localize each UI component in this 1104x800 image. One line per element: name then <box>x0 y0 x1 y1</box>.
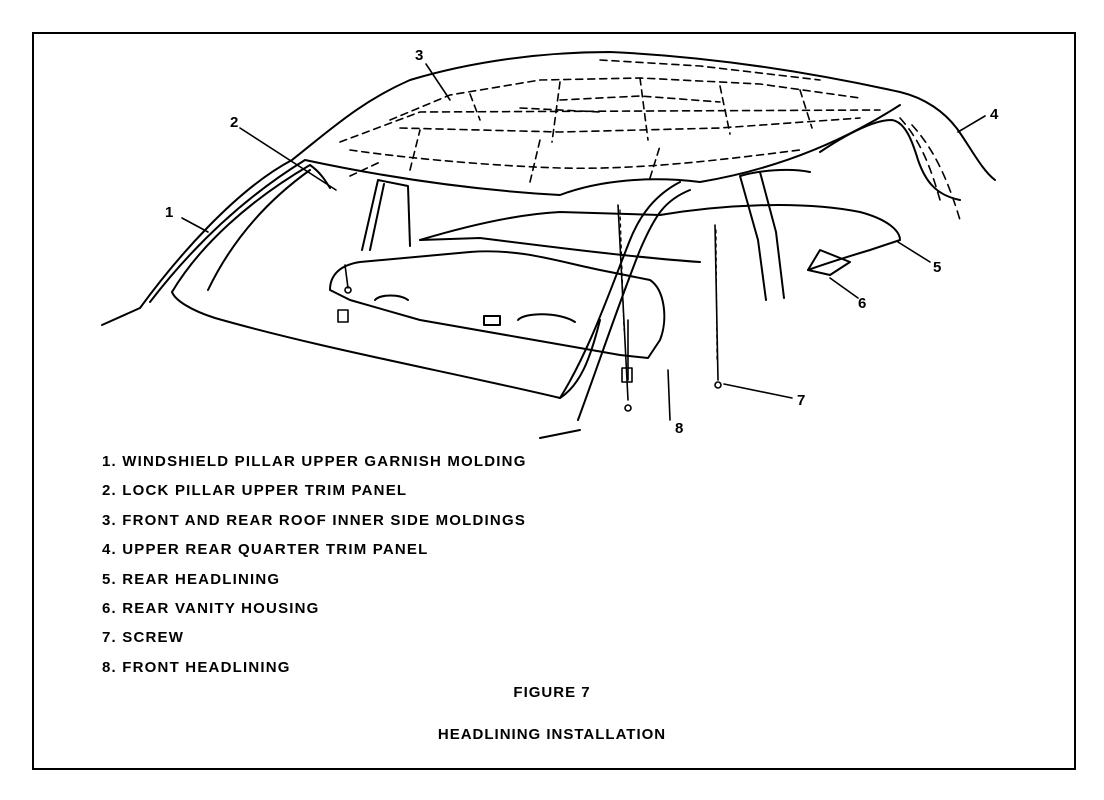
legend-item: 4. UPPER REAR QUARTER TRIM PANEL <box>102 541 429 559</box>
b-pillar-inner <box>577 189 691 421</box>
legend-item: 8. FRONT HEADLINING <box>102 658 291 676</box>
front-headlining-sunvisor-left <box>374 294 409 301</box>
callout-6: 6 <box>858 295 867 312</box>
rear-headlining-lower <box>419 237 701 263</box>
windshield-pillar-molding-inner <box>207 169 311 291</box>
callout-1: 1 <box>165 204 174 221</box>
front-headlining <box>329 250 666 359</box>
legend-item: 2. LOCK PILLAR UPPER TRIM PANEL <box>102 482 408 500</box>
front-headlining-sunvisor-right <box>517 313 576 323</box>
leader-lines <box>181 63 986 421</box>
dome-lamp <box>483 315 501 326</box>
figure-border <box>32 32 1076 770</box>
callout-2: 2 <box>230 114 239 131</box>
windshield-pillar-molding <box>171 164 331 293</box>
b-pillar <box>559 181 681 399</box>
legend-item: 5. REAR HEADLINING <box>102 570 281 588</box>
lock-pillar-panel-inner <box>369 183 385 251</box>
roof-inner-moldings <box>339 59 881 183</box>
callout-8: 8 <box>675 420 684 437</box>
legend-item: 1. WINDSHIELD PILLAR UPPER GARNISH MOLDI… <box>102 453 527 470</box>
callout-3: 3 <box>415 47 424 64</box>
rear-vanity-housing <box>807 249 851 276</box>
rear-headlining <box>419 203 901 271</box>
roof-outline <box>101 51 996 326</box>
figure-caption: HEADLINING INSTALLATION <box>437 726 667 743</box>
parts-legend: 1. WINDSHIELD PILLAR UPPER GARNISH MOLDI… <box>102 452 527 687</box>
lock-pillar-panel <box>361 179 411 251</box>
c-pillar <box>739 168 811 301</box>
callout-4: 4 <box>990 106 999 123</box>
figure-number: FIGURE 7 <box>513 684 591 701</box>
quarter-trim-panel <box>819 119 961 201</box>
callout-7: 7 <box>797 392 806 409</box>
windshield-opening <box>171 291 601 399</box>
legend-item: 3. FRONT AND REAR ROOF INNER SIDE MOLDIN… <box>102 511 527 529</box>
legend-item: 7. SCREW <box>102 629 185 647</box>
legend-item: 6. REAR VANITY HOUSING <box>102 599 320 617</box>
callout-5: 5 <box>933 259 942 276</box>
roof-inner-edge <box>149 104 901 303</box>
